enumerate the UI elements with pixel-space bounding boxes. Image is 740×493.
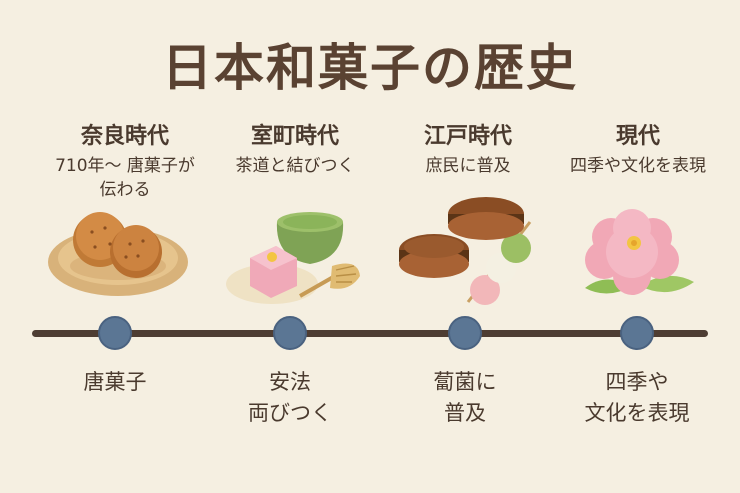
era-name: 室町時代 (250, 124, 339, 149)
timeline-label-line: 両びつく (248, 401, 332, 425)
era-edo: 江戸時代 庶民に普及 (378, 118, 558, 178)
timeline-label: 唐菓子 (25, 367, 205, 398)
era-description-line: 伝わる (99, 180, 151, 200)
era-name: 江戸時代 (423, 124, 512, 149)
era-description: 710年～ 唐菓子が 伝わる (35, 154, 215, 202)
timeline-label: 蔔菌に 普及 (375, 367, 555, 429)
era-name: 現代 (615, 124, 660, 149)
dorayaki-and-dango-icon (399, 197, 532, 305)
timeline-label: 安法 両びつく (200, 367, 380, 429)
timeline-node (620, 316, 654, 350)
era-muromachi: 室町時代 茶道と結びつく (205, 118, 385, 178)
timeline-node (273, 316, 307, 350)
timeline-label-line: 四季や (605, 370, 669, 394)
era-nara: 奈良時代 710年～ 唐菓子が 伝わる (35, 118, 215, 202)
era-name: 奈良時代 (80, 124, 169, 149)
timeline-label-line: 蔔菌に (433, 370, 497, 394)
era-description: 四季や文化を表現 (548, 154, 728, 178)
era-description-line: 茶道と結びつく (235, 156, 355, 176)
timeline-node (448, 316, 482, 350)
timeline-label-line: 安法 (269, 370, 311, 394)
timeline-label-line: 普及 (444, 401, 486, 425)
round-fried-cakes-on-plate-icon (48, 212, 188, 296)
timeline-label-line: 唐菓子 (83, 370, 147, 394)
era-description-line: 庶民に普及 (425, 156, 511, 176)
matcha-and-wagashi-icon (226, 212, 360, 304)
era-description: 茶道と結びつく (205, 154, 385, 178)
era-description-line: 四季や文化を表現 (570, 156, 706, 176)
timeline-node (98, 316, 132, 350)
page-title: 日本和菓子の歴史 (162, 39, 578, 97)
timeline-label-line: 文化を表現 (584, 401, 690, 425)
era-modern: 現代 四季や文化を表現 (548, 118, 728, 178)
era-description-line: 710年～ 唐菓子が (55, 156, 195, 176)
flower-wagashi-icon (585, 209, 694, 295)
timeline-line (32, 330, 708, 337)
timeline-label: 四季や 文化を表現 (547, 367, 727, 429)
era-description: 庶民に普及 (378, 154, 558, 178)
